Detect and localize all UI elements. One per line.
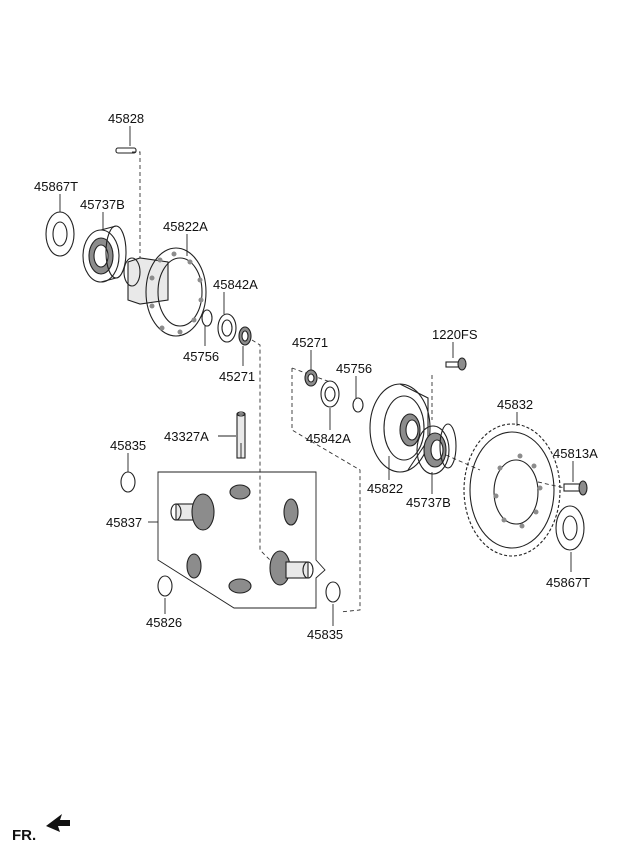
label-45835-bottom: 45835 bbox=[307, 627, 343, 642]
label-45756-left: 45756 bbox=[183, 349, 219, 364]
label-45842A-bottom: 45842A bbox=[306, 431, 351, 446]
bolt-45813A bbox=[563, 480, 588, 496]
bearing-45737B-right bbox=[416, 423, 457, 475]
ring-45756-right bbox=[352, 397, 364, 413]
ring-45756-left bbox=[201, 309, 213, 327]
washer-45842A-bottom bbox=[320, 380, 340, 408]
snap-ring-45835-bottom bbox=[325, 581, 341, 603]
label-45826: 45826 bbox=[146, 615, 182, 630]
label-45737B-left: 45737B bbox=[80, 197, 125, 212]
label-45837: 45837 bbox=[106, 515, 142, 530]
bushing-45271-left bbox=[238, 326, 252, 346]
bearing-45737B-left bbox=[82, 225, 127, 283]
thrust-washer-45867T-right bbox=[555, 505, 585, 551]
label-45822: 45822 bbox=[367, 481, 403, 496]
gear-kit-frame-45837 bbox=[157, 471, 326, 609]
differential-case-45822 bbox=[369, 383, 431, 473]
label-45828: 45828 bbox=[108, 111, 144, 126]
washer-45842A-top bbox=[217, 313, 237, 343]
label-45813A: 45813A bbox=[553, 446, 598, 461]
label-43327A: 43327A bbox=[164, 429, 209, 444]
label-45271-right: 45271 bbox=[292, 335, 328, 350]
pinion-gear-bottom bbox=[228, 578, 252, 594]
side-gear-right bbox=[269, 550, 314, 586]
washer-45826 bbox=[157, 575, 173, 597]
pinion-gear-right bbox=[283, 498, 299, 526]
differential-case-45822A bbox=[123, 247, 207, 337]
side-gear-left bbox=[170, 493, 215, 531]
front-direction-label: FR. bbox=[12, 827, 36, 844]
pin-45828 bbox=[115, 147, 137, 154]
label-45867T-bottom: 45867T bbox=[546, 575, 590, 590]
label-45835-top: 45835 bbox=[110, 438, 146, 453]
bolt-1220FS bbox=[445, 357, 467, 371]
pinion-gear-top bbox=[229, 484, 251, 500]
pinion-gear-bottom-left bbox=[186, 553, 202, 579]
label-45832: 45832 bbox=[497, 397, 533, 412]
label-45271-left: 45271 bbox=[219, 369, 255, 384]
label-45822A: 45822A bbox=[163, 219, 208, 234]
label-1220FS: 1220FS bbox=[432, 327, 478, 342]
label-45737B-right: 45737B bbox=[406, 495, 451, 510]
label-45842A-top: 45842A bbox=[213, 277, 258, 292]
label-45756-right: 45756 bbox=[336, 361, 372, 376]
part-labels: 45828 45867T 45737B 45822A 45842A 45756 … bbox=[34, 111, 598, 642]
thrust-washer-45867T-left bbox=[45, 211, 75, 257]
label-45867T-top: 45867T bbox=[34, 179, 78, 194]
ring-gear-45832 bbox=[463, 423, 561, 557]
leader-lines bbox=[59, 126, 574, 626]
front-direction-indicator: FR. bbox=[12, 814, 70, 844]
front-arrow-icon bbox=[46, 814, 70, 832]
snap-ring-45835-top bbox=[120, 471, 136, 493]
bushing-45271-right bbox=[304, 369, 318, 387]
